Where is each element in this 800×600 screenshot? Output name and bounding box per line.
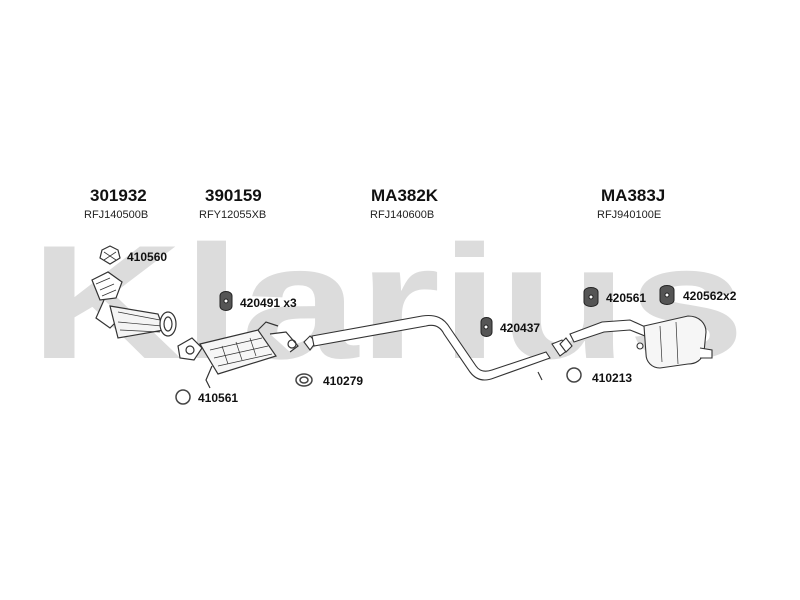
- particulate-filter-drawing: [177, 321, 299, 389]
- rubber-mount-icon: [583, 287, 599, 307]
- fitting-label: 420562x2: [683, 289, 737, 303]
- fitting-label: 420437: [500, 321, 540, 335]
- rubber-mount-icon: [659, 285, 675, 305]
- rear-silencer-drawing: [559, 315, 713, 369]
- assembly-code: MA382K: [371, 186, 439, 205]
- rubber-mount-icon: [480, 317, 493, 337]
- assembly-code: 390159: [205, 186, 262, 205]
- gasket-ring-icon: [175, 389, 191, 405]
- gasket-oval-icon: [295, 373, 313, 387]
- fitting-label: 420561: [606, 291, 646, 305]
- rubber-mount-icon: [219, 291, 233, 311]
- assembly-code: MA383J: [601, 186, 665, 205]
- front-catalyst-drawing: [91, 271, 177, 339]
- brand-watermark: Klarius: [30, 212, 745, 393]
- assembly-rear-silencer: MA383J RFJ940100E: [597, 186, 665, 221]
- fitting-label: 410213: [592, 371, 632, 385]
- fitting-label: 410561: [198, 391, 238, 405]
- assembly-particulate-filter: 390159 RFY12055XB: [199, 186, 266, 221]
- fitting-label: 420491 x3: [240, 296, 297, 310]
- assembly-ref: RFJ140600B: [370, 209, 434, 221]
- fitting-label: 410560: [127, 250, 167, 264]
- assembly-code: 301932: [90, 186, 147, 205]
- gasket-ring-icon: [566, 367, 582, 383]
- assembly-front-catalyst: 301932 RFJ140500B: [84, 186, 148, 221]
- assembly-ref: RFJ940100E: [597, 209, 661, 221]
- clamp-icon: [99, 245, 121, 265]
- assembly-ref: RFJ140500B: [84, 209, 148, 221]
- assembly-centre-pipe: MA382K RFJ140600B: [370, 186, 439, 221]
- assembly-ref: RFY12055XB: [199, 209, 266, 221]
- fitting-label: 410279: [323, 374, 363, 388]
